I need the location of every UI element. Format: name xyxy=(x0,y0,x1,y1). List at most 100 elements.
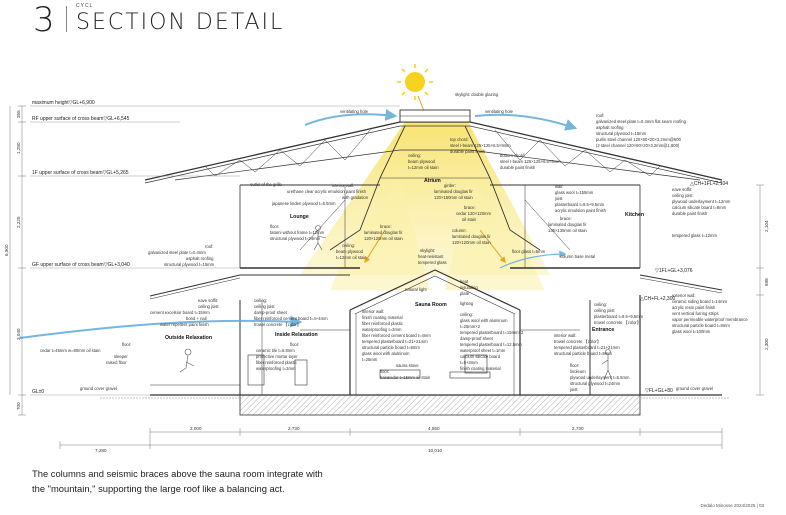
sauna-room xyxy=(300,269,580,395)
note-roof-left-3: asphalt roofing xyxy=(186,256,214,261)
note-ceiling-lounge-2: beam plywood xyxy=(336,249,364,254)
note-sauna-wall-6: tempered plasterboard t=21+21mm xyxy=(362,339,428,344)
note-sauna-wall-5: fiber reinforced cement board t=4mm xyxy=(362,333,431,338)
dim-span-1: 2,730 xyxy=(288,426,300,431)
note-heat-3: plate xyxy=(460,291,470,296)
note-entrance-ceiling: ceiling: xyxy=(594,302,607,307)
note-sauna-floor-2: cedar t=15mm oil stain xyxy=(388,375,431,380)
note-exterior-wall-2: ceramic siding board t=14mm xyxy=(672,299,728,304)
level-gf: GF upper surface of cross beam▽GL+3,040 xyxy=(32,262,130,268)
note-brace-lounge: brace: xyxy=(380,224,392,229)
note-interior-wall: interior wall: xyxy=(332,183,354,188)
note-vent-right: ventilating hole xyxy=(485,109,514,114)
note-interior-wall-2: urethane clear acrylic emulsion paint fi… xyxy=(287,189,367,194)
section-number: 3 xyxy=(33,0,55,40)
light-arrows xyxy=(364,229,506,264)
note-vent-left: ventilating hole xyxy=(340,109,369,114)
room-entrance: Entrance xyxy=(592,327,614,333)
header: 3 CYCL SECTION DETAIL xyxy=(0,0,786,40)
room-lounge: Lounge xyxy=(290,214,309,220)
note-skylight2-3: tempered glass xyxy=(418,260,447,265)
note-brace-lounge-3: 120×120mm oil stain xyxy=(364,236,403,241)
light-beam-right xyxy=(445,180,545,290)
note-outside-floor-3: sleeper xyxy=(114,354,128,359)
caption: The columns and seismic braces above the… xyxy=(32,466,552,496)
note-sauna-wall-7: structural particle board t=9mm xyxy=(362,345,420,350)
title-divider xyxy=(66,6,67,32)
right-level-2: △CH+FL+2,300 xyxy=(640,296,675,302)
note-sauna-ceiling-8: calcium silicate board xyxy=(460,354,501,359)
room-kitchen: Kitchen xyxy=(625,212,644,218)
note-ceiling-inside: ceiling: xyxy=(254,298,267,303)
note-heat: heat xyxy=(460,279,469,284)
note-skylight2: skylight: xyxy=(420,248,435,253)
note-roof-2: asphalt roofing xyxy=(596,125,624,130)
note-sauna-ceiling-6: tempered plasterboard t=12.5mm xyxy=(460,342,523,347)
note-wall-right: wall: xyxy=(555,184,563,189)
note-sauna-stove: sauna stove xyxy=(396,363,419,368)
note-entrance-wall-4: structural particle board t=9mm xyxy=(554,351,612,356)
note-outside-floor-4: raised floor xyxy=(106,360,127,365)
room-inside-relax: Inside Relaxation xyxy=(275,332,318,338)
note-sauna-ceiling-5: damp-proof sheet xyxy=(460,336,494,341)
airflow-arrows xyxy=(19,108,578,339)
note-sauna-ceiling-9: t=5+3mm xyxy=(460,360,478,365)
note-sauna-floor: floor: xyxy=(380,369,389,374)
right-level-3: ▽FL+GL+80 xyxy=(645,388,673,394)
note-eave-right: eave soffit: xyxy=(672,187,692,192)
note-heat-2: insulating xyxy=(460,285,478,290)
note-lounge-floor-2: tatami without frame t=12mm xyxy=(270,230,325,235)
level-1f: 1F upper surface of cross beam▽GL+5,265 xyxy=(32,170,129,176)
note-eave-right-2: ceiling joist xyxy=(672,193,693,198)
note-ceiling-inside-5: trowel concrete 【color】 xyxy=(254,322,301,327)
note-roof-left: roof: xyxy=(205,244,213,249)
note-column: column: xyxy=(452,228,467,233)
note-roof-4: purlin steel channel 120×60×20×3.2mm@600 xyxy=(596,137,682,142)
note-exterior-wall-4: vent vertical furring strips xyxy=(672,311,719,316)
note-roof: roof: xyxy=(596,113,604,118)
floor-1f xyxy=(239,184,641,269)
note-entrance-ceiling-3: plasterboard t=9.5+9.5mm xyxy=(594,314,644,319)
note-brace-1: brace: xyxy=(464,205,476,210)
note-exterior-wall: exterior wall: xyxy=(672,293,696,298)
note-sauna-floor-3: base xyxy=(380,375,390,380)
dim-left-5: 700 xyxy=(16,402,21,410)
note-roof-3: structural plywood t=15mm xyxy=(596,131,647,136)
annotations: skylight: double glazing ventilating hol… xyxy=(40,92,748,392)
dim-left-ext: 7,280 xyxy=(95,448,107,453)
lower-roof xyxy=(149,274,723,300)
note-brace-lounge-2: laminated douglas fir xyxy=(364,230,403,235)
note-entrance-floor-5: joist xyxy=(569,387,578,392)
note-girder: girder: xyxy=(444,183,456,188)
note-sauna-wall-9: t=25mm xyxy=(362,357,378,362)
dim-left-2: 2,225 xyxy=(16,216,21,228)
note-bottom-chord-3: durable paint finish xyxy=(500,165,536,170)
note-entrance-ceiling-2: ceiling joist xyxy=(594,308,615,313)
note-eave-left-4: bond + nail xyxy=(186,316,207,321)
note-entrance-wall-2: trowel concrete 【color】 xyxy=(554,339,601,344)
note-eave-right-5: durable paint finish xyxy=(672,211,708,216)
note-brace-1-2: cedar 120×120mm xyxy=(456,211,492,216)
note-ceiling-inside-4: fiber reinforced cement board t=4+4mm xyxy=(254,316,328,321)
note-skylight: skylight: double glazing xyxy=(455,92,499,97)
note-sauna-ceiling: ceiling: xyxy=(460,312,473,317)
note-roof-5: (2 steel channel 120×60×20×3.2mm@1,800) xyxy=(596,143,680,148)
note-eave-left-3: cement excelsior board t=15mm xyxy=(150,310,210,315)
dim-total: 10,010 xyxy=(428,448,442,453)
dim-right-0: 2,104 xyxy=(764,220,769,232)
note-exterior-wall-5: vapor permeable waterproof membrance xyxy=(672,317,748,322)
dim-left-1: 1,280 xyxy=(16,142,21,154)
note-ground-left: ground cover gravel xyxy=(80,386,117,391)
note-exterior-wall-6: structural particle board t=9mm xyxy=(672,323,730,328)
caption-line-1: The columns and seismic braces above the… xyxy=(32,468,323,479)
dim-span-3: 2,730 xyxy=(572,426,584,431)
right-level-0: △CH+1FL+2,104 xyxy=(690,181,728,187)
note-top-chord-3: durable paint finish xyxy=(450,149,486,154)
note-exterior-wall-3: acrylic resin paint finish xyxy=(672,305,716,310)
note-top-chord-2: steel I-beam 125×125×6.5×9mm xyxy=(450,143,511,148)
note-roof-left-2: galvanized steel plate t=0.4mm xyxy=(148,250,206,255)
note-brace-1-3: oil stain xyxy=(462,217,477,222)
note-sauna-ceiling-4: tempered plasterboard t=15mm×2 xyxy=(460,330,524,335)
note-ceiling-inside-3: damp-proof sheet xyxy=(254,310,288,315)
